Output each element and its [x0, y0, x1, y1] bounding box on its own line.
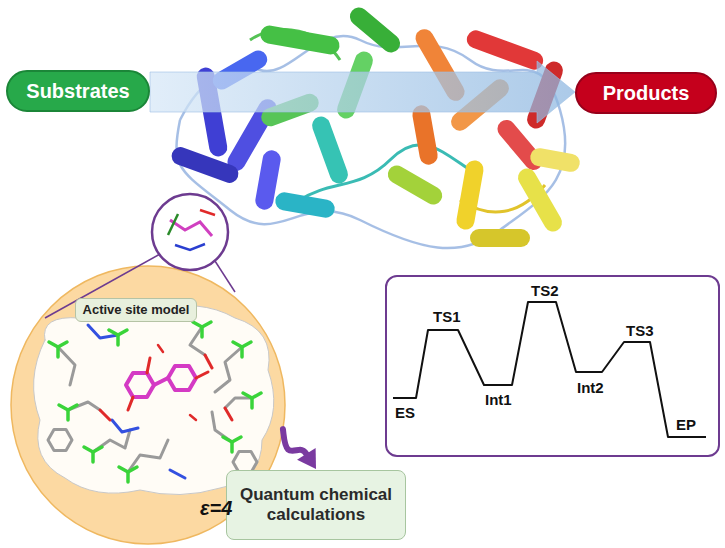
protein-cartoon	[464, 28, 545, 72]
active-site-molecule	[48, 430, 72, 451]
node-label: TS1	[433, 308, 461, 325]
zoom-circle	[152, 194, 228, 270]
node-label: TS2	[531, 282, 559, 299]
active-site-molecule	[168, 366, 196, 390]
node-label: ε=4	[200, 497, 232, 520]
active-site-molecule	[233, 342, 251, 357]
arrow-head	[297, 448, 316, 469]
active-site-molecule	[170, 470, 185, 478]
curved-arrow	[283, 429, 316, 469]
curved-arrow-shaft	[283, 429, 307, 455]
energy-profile-box: ES TS1Int1 TS2Int2 TS3EP	[385, 275, 720, 457]
active-site-molecule	[126, 373, 154, 397]
active-site-molecule	[147, 358, 150, 373]
protein-cartoon	[529, 147, 581, 173]
zoom-circle	[152, 194, 228, 270]
protein-cartoon	[470, 229, 530, 247]
active-site-molecule	[205, 355, 212, 368]
energy-profile-line	[393, 302, 706, 437]
active-site-molecule	[193, 322, 211, 337]
active-site-molecule	[190, 415, 196, 420]
active-site-molecule	[112, 420, 138, 432]
node-text: Substrates	[26, 80, 129, 103]
protein-cartoon	[346, 4, 404, 56]
active-site-molecule	[119, 467, 137, 482]
flow-band	[150, 61, 575, 123]
flow-band-arrow	[150, 61, 575, 123]
active-site-molecule	[84, 447, 102, 462]
substrate-pill: Substrates	[6, 70, 150, 112]
zoom-circle	[175, 244, 205, 250]
protein-cartoon	[169, 4, 581, 248]
active-site-molecule	[225, 398, 252, 408]
protein-cartoon	[259, 24, 341, 56]
active-site-molecule	[158, 345, 163, 352]
zoom-circle	[168, 214, 178, 235]
product-pill: Products	[575, 72, 717, 114]
active-site-molecule	[196, 372, 208, 378]
active-site-molecule	[109, 330, 127, 345]
energy-profile-line	[393, 302, 706, 437]
protein-cartoon	[385, 162, 446, 208]
node-label: ES	[395, 404, 415, 421]
active-site-molecule	[34, 306, 274, 495]
active-site-molecule	[49, 342, 67, 357]
node-text: Quantum chemical calculations	[234, 485, 398, 524]
active-site-molecule	[154, 378, 168, 385]
active-site-molecule	[34, 306, 274, 495]
zoom-circle	[200, 210, 215, 215]
protein-cartoon	[515, 165, 566, 235]
active-site-molecule	[215, 347, 242, 392]
node-label: EP	[676, 416, 696, 433]
active-site-molecule	[243, 393, 261, 408]
node-label: Int2	[577, 379, 604, 396]
zoom-circle	[170, 220, 212, 236]
node-text: Products	[603, 82, 690, 105]
active-site-molecule	[128, 397, 133, 410]
protein-cartoon	[274, 191, 336, 219]
active-site-molecule	[223, 437, 241, 452]
protein-cartoon	[411, 104, 439, 166]
protein-cartoon	[177, 36, 566, 248]
active-site-molecule	[58, 347, 75, 385]
protein-cartoon	[455, 159, 485, 231]
protein-cartoon	[169, 145, 241, 186]
active-site-molecule	[225, 408, 232, 420]
active-site-molecule	[100, 410, 110, 420]
protein-cartoon	[310, 114, 351, 186]
active-site-molecule	[59, 405, 77, 420]
node-label: Int1	[485, 391, 512, 408]
model-label-box: Active site model	[75, 298, 197, 322]
node-text: Active site model	[83, 303, 190, 318]
method-box: Quantum chemical calculations	[226, 470, 406, 540]
node-label: TS3	[626, 322, 654, 339]
